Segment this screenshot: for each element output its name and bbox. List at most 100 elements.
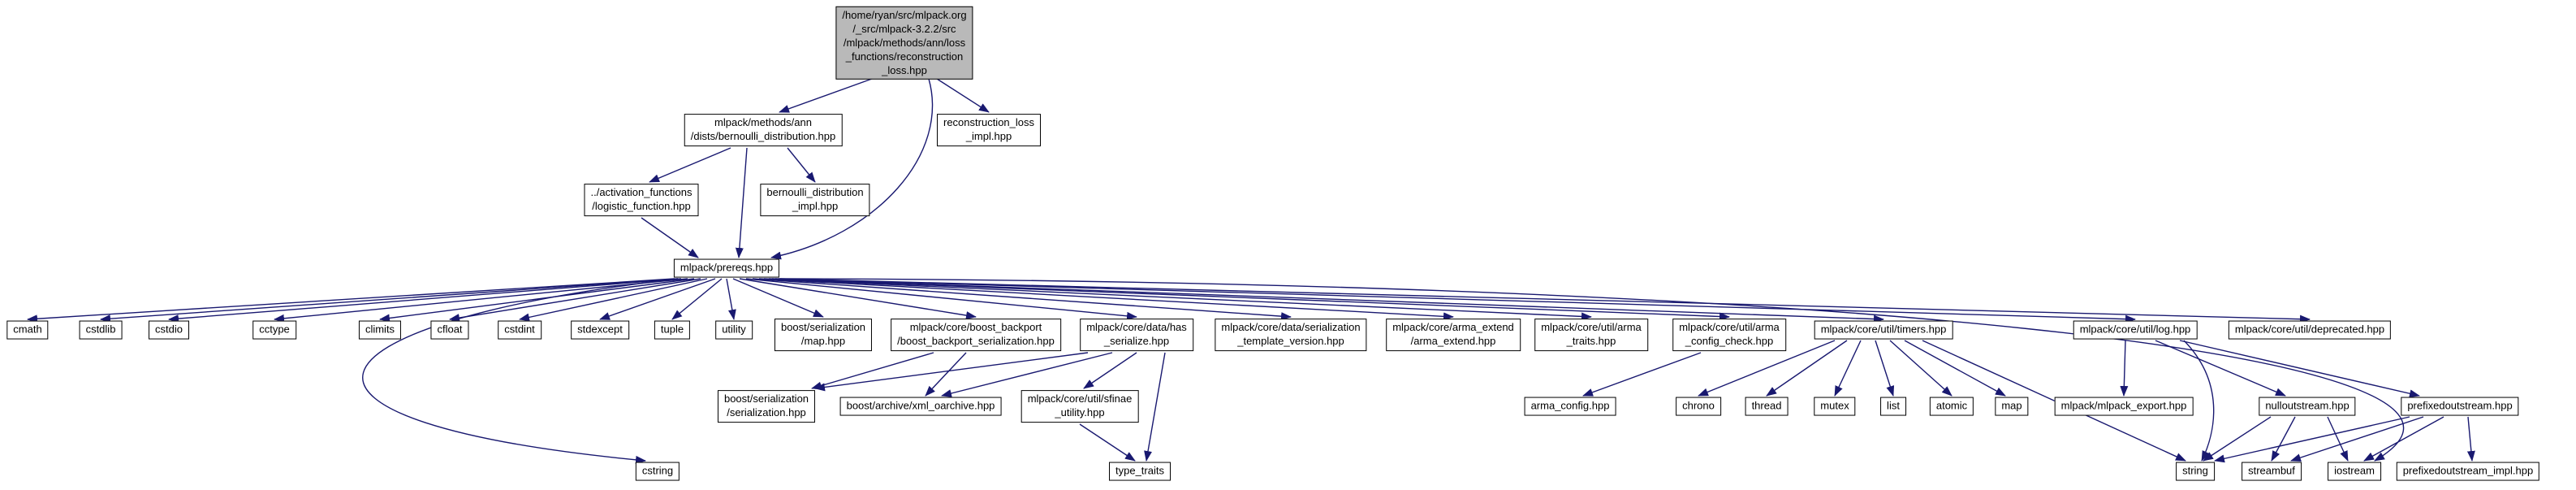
node-cstdlib[interactable]: cstdlib bbox=[79, 320, 123, 340]
node-sfinae[interactable]: mlpack/core/util/sfinae _utility.hpp bbox=[1020, 390, 1139, 423]
include-edge-prereqs-has_serialize bbox=[745, 278, 1137, 320]
node-arma_cfg_check[interactable]: mlpack/core/util/arma _config_check.hpp bbox=[1672, 319, 1786, 351]
include-edge-prefixedout-iostream bbox=[2363, 416, 2444, 462]
node-iostream[interactable]: iostream bbox=[2328, 462, 2381, 481]
node-chrono[interactable]: chrono bbox=[1676, 397, 1721, 416]
node-label: mlpack/core/data/serialization _template… bbox=[1221, 321, 1361, 347]
node-has_serialize[interactable]: mlpack/core/data/has _serialize.hpp bbox=[1080, 319, 1193, 351]
include-edge-prereqs-stdexcept bbox=[599, 278, 716, 320]
node-backport[interactable]: mlpack/core/boost_backport /boost_backpo… bbox=[891, 319, 1061, 351]
node-label: nulloutstream.hpp bbox=[2265, 399, 2349, 412]
include-edge-timers-string bbox=[1922, 340, 2186, 462]
node-thread[interactable]: thread bbox=[1745, 397, 1789, 416]
node-cstdio[interactable]: cstdio bbox=[149, 320, 189, 340]
node-arma_traits[interactable]: mlpack/core/util/arma _traits.hpp bbox=[1534, 319, 1648, 351]
node-label: mlpack/core/util/arma _traits.hpp bbox=[1541, 321, 1642, 347]
node-label: streambuf bbox=[2248, 464, 2295, 477]
include-edge-log-nulloutstream bbox=[2155, 340, 2286, 397]
node-ser_map[interactable]: boost/serialization /map.hpp bbox=[774, 319, 873, 351]
include-edge-sfinae-type_traits bbox=[1079, 423, 1136, 462]
node-nulloutstream[interactable]: nulloutstream.hpp bbox=[2259, 397, 2356, 416]
node-label: mutex bbox=[1820, 399, 1849, 412]
node-type_traits[interactable]: type_traits bbox=[1109, 462, 1171, 481]
node-label: cstdlib bbox=[85, 323, 116, 336]
include-edge-nulloutstream-streambuf bbox=[2271, 416, 2296, 462]
node-logistic[interactable]: ../activation_functions /logistic_functi… bbox=[584, 184, 699, 216]
node-utility[interactable]: utility bbox=[715, 320, 753, 340]
node-serialization[interactable]: boost/serialization /serialization.hpp bbox=[717, 390, 816, 423]
include-edge-backport-xml_oarchive bbox=[925, 352, 967, 397]
include-edge-arma_cfg_check-arma_config bbox=[1582, 352, 1702, 397]
include-edge-root-recon_impl bbox=[936, 78, 990, 113]
include-edge-backport-serialization bbox=[811, 352, 934, 390]
node-label: iostream bbox=[2334, 464, 2375, 477]
node-list[interactable]: list bbox=[1880, 397, 1906, 416]
node-label: mlpack/core/arma_extend /arma_extend.hpp bbox=[1392, 321, 1514, 347]
include-edge-logistic-prereqs bbox=[641, 217, 699, 258]
node-timers[interactable]: mlpack/core/util/timers.hpp bbox=[1814, 320, 1953, 340]
node-prereqs[interactable]: mlpack/prereqs.hpp bbox=[673, 258, 780, 278]
node-label: mlpack/core/util/timers.hpp bbox=[1820, 323, 1947, 336]
include-edge-root-prereqs bbox=[770, 78, 934, 260]
include-edge-timers-map bbox=[1904, 340, 2006, 397]
node-label: mlpack/core/boost_backport /boost_backpo… bbox=[897, 321, 1055, 347]
include-edge-prereqs-cfloat bbox=[449, 278, 701, 323]
node-log[interactable]: mlpack/core/util/log.hpp bbox=[2073, 320, 2198, 340]
include-edge-has_serialize-xml_oarchive bbox=[941, 352, 1113, 397]
include-edge-prereqs-deprecated bbox=[778, 278, 2311, 323]
node-string[interactable]: string bbox=[2176, 462, 2215, 481]
node-label: /home/ryan/src/mlpack.org /_src/mlpack-3… bbox=[842, 8, 967, 76]
node-cstring[interactable]: cstring bbox=[635, 462, 680, 481]
include-edge-timers-atomic bbox=[1889, 340, 1952, 397]
node-label: mlpack/prereqs.hpp bbox=[680, 261, 774, 274]
node-xml_oarchive[interactable]: boost/archive/xml_oarchive.hpp bbox=[839, 397, 1002, 416]
node-climits[interactable]: climits bbox=[358, 320, 402, 340]
node-label: utility bbox=[722, 323, 746, 336]
node-pfx_impl[interactable]: prefixedoutstream_impl.hpp bbox=[2396, 462, 2540, 481]
node-map[interactable]: map bbox=[1995, 397, 2029, 416]
node-cmath[interactable]: cmath bbox=[6, 320, 49, 340]
node-label: prefixedoutstream_impl.hpp bbox=[2402, 464, 2534, 477]
include-edge-prefixedout-streambuf bbox=[2290, 416, 2424, 462]
node-atomic[interactable]: atomic bbox=[1929, 397, 1974, 416]
node-label: prefixedoutstream.hpp bbox=[2407, 399, 2513, 412]
include-edge-prereqs-cstdio bbox=[168, 278, 682, 323]
include-edge-prereqs-tuple bbox=[671, 278, 723, 320]
node-label: boost/serialization /serialization.hpp bbox=[723, 392, 809, 418]
node-bernoulli[interactable]: mlpack/methods/ann /dists/bernoulli_dist… bbox=[684, 114, 843, 146]
node-mlpack_export[interactable]: mlpack/mlpack_export.hpp bbox=[2054, 397, 2194, 416]
node-label: cctype bbox=[259, 323, 290, 336]
node-mutex[interactable]: mutex bbox=[1814, 397, 1856, 416]
node-root[interactable]: /home/ryan/src/mlpack.org /_src/mlpack-3… bbox=[835, 6, 973, 80]
include-edge-prefixedout-string bbox=[2214, 416, 2410, 463]
node-ser_tmpl[interactable]: mlpack/core/data/serialization _template… bbox=[1215, 319, 1367, 351]
node-label: climits bbox=[365, 323, 395, 336]
include-edge-prereqs-cstdint bbox=[519, 278, 708, 322]
node-prefixedout[interactable]: prefixedoutstream.hpp bbox=[2401, 397, 2519, 416]
node-label: ../activation_functions /logistic_functi… bbox=[590, 186, 693, 212]
include-edge-prereqs-backport bbox=[739, 278, 977, 320]
node-bern_impl[interactable]: bernoulli_distribution _impl.hpp bbox=[760, 184, 870, 216]
include-edge-prereqs-timers bbox=[771, 278, 1884, 323]
node-label: reconstruction_loss _impl.hpp bbox=[943, 116, 1034, 142]
node-cctype[interactable]: cctype bbox=[252, 320, 296, 340]
node-tuple[interactable]: tuple bbox=[654, 320, 691, 340]
include-edge-prereqs-ser_map bbox=[732, 278, 824, 318]
node-label: map bbox=[2001, 399, 2022, 412]
include-edge-prereqs-utility bbox=[726, 278, 736, 320]
node-stdexcept[interactable]: stdexcept bbox=[571, 320, 629, 340]
include-edge-log-mlpack_export bbox=[2120, 340, 2129, 397]
node-label: arma_config.hpp bbox=[1530, 399, 1610, 412]
include-edge-has_serialize-sfinae bbox=[1083, 352, 1137, 389]
include-edges bbox=[27, 78, 2475, 464]
include-edge-prereqs-ser_tmpl bbox=[752, 278, 1292, 321]
node-deprecated[interactable]: mlpack/core/util/deprecated.hpp bbox=[2228, 320, 2392, 340]
node-arma_extend[interactable]: mlpack/core/arma_extend /arma_extend.hpp bbox=[1386, 319, 1521, 351]
include-edge-nulloutstream-string bbox=[2203, 416, 2272, 462]
node-arma_config[interactable]: arma_config.hpp bbox=[1524, 397, 1616, 416]
node-recon_impl[interactable]: reconstruction_loss _impl.hpp bbox=[937, 114, 1041, 146]
node-cstdint[interactable]: cstdint bbox=[498, 320, 542, 340]
node-streambuf[interactable]: streambuf bbox=[2242, 462, 2302, 481]
node-cfloat[interactable]: cfloat bbox=[430, 320, 469, 340]
include-edge-prereqs-log bbox=[775, 278, 2136, 323]
